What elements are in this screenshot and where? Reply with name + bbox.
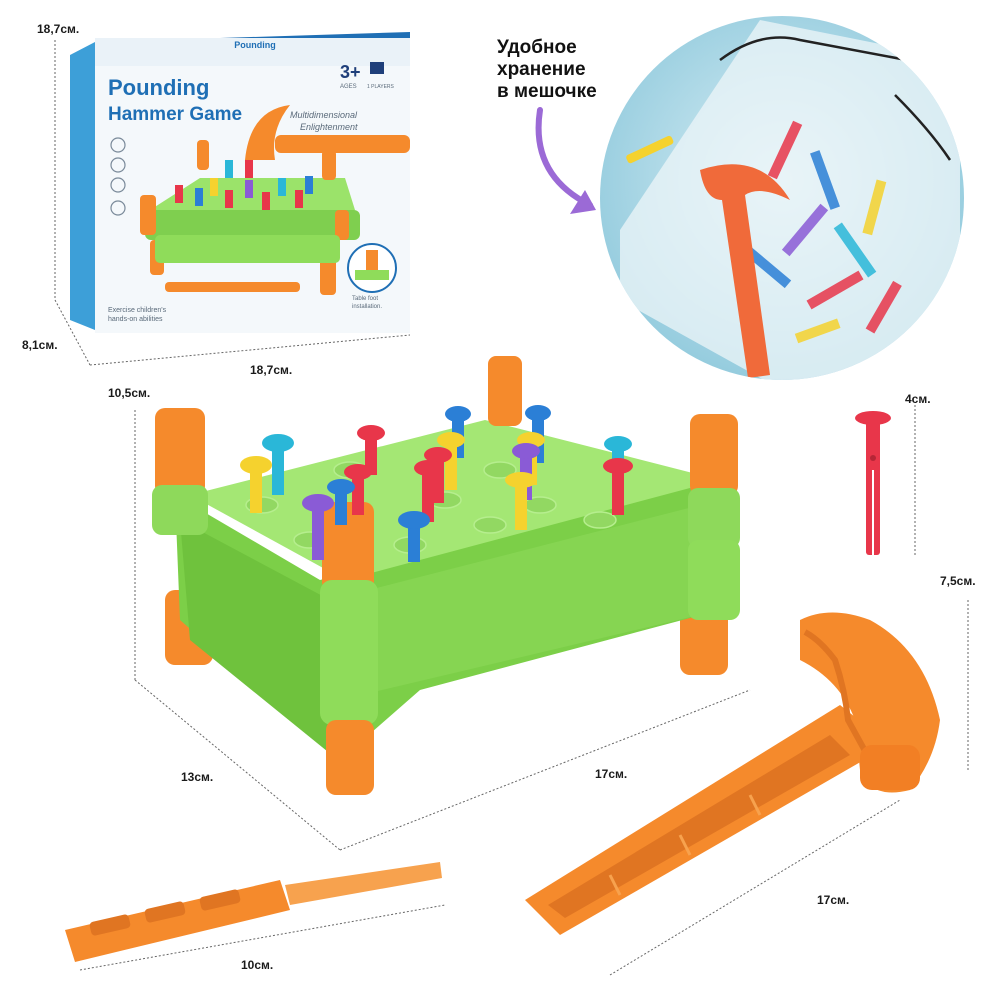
dim-peg-length: 4см. xyxy=(905,392,931,406)
box-feature-icon xyxy=(110,137,126,153)
table-pegs xyxy=(240,405,633,562)
dim-table-depth: 13см. xyxy=(181,770,214,784)
bag-icon xyxy=(620,20,960,380)
box-players-label: 1 PLAYERS xyxy=(367,84,395,90)
box-bottom-line1: Exercise children's xyxy=(108,307,167,314)
box-spine-text: Pounding xyxy=(234,40,276,50)
peg-icon xyxy=(855,411,891,425)
box-feature-icon xyxy=(110,177,126,193)
storage-caption-line1: Удобное xyxy=(497,37,577,58)
arrow-icon xyxy=(535,107,593,208)
hammer-icon xyxy=(700,164,790,378)
peg-icon xyxy=(626,135,674,164)
storage-caption-line3: в мешочке xyxy=(497,81,597,102)
box-feature-icon xyxy=(110,200,126,216)
box-bottom-line2: hands-on abilities xyxy=(108,316,163,323)
dim-table-width: 17см. xyxy=(595,767,628,781)
dim-box-depth: 8,1см. xyxy=(22,338,58,352)
box-tagline-line1: Multidimensional xyxy=(290,110,358,120)
box-title-line2: Hammer Game xyxy=(108,104,242,125)
storage-caption-line2: хранение xyxy=(497,59,586,80)
dim-stick-length: 10см. xyxy=(241,958,274,972)
storage-caption: Удобное хранение в мешочке xyxy=(497,37,597,103)
players-icon xyxy=(370,62,384,74)
box-title-line1: Pounding xyxy=(108,75,209,100)
dim-table-height: 10,5см. xyxy=(108,386,151,400)
box-install-line2: installation. xyxy=(352,304,382,310)
dim-hammer-length: 17см. xyxy=(817,893,850,907)
dim-hammer-height: 7,5см. xyxy=(940,574,976,588)
box-age-label: AGES xyxy=(340,84,357,90)
box-install-line1: Table foot xyxy=(352,296,378,302)
box-age: 3+ xyxy=(340,62,361,82)
box-tagline-line2: Enlightenment xyxy=(300,122,358,132)
dim-box-width: 18,7см. xyxy=(250,363,293,377)
box-feature-icon xyxy=(110,157,126,173)
box-mini-pegs xyxy=(175,160,313,210)
dim-box-height: 18,7см. xyxy=(37,22,80,36)
